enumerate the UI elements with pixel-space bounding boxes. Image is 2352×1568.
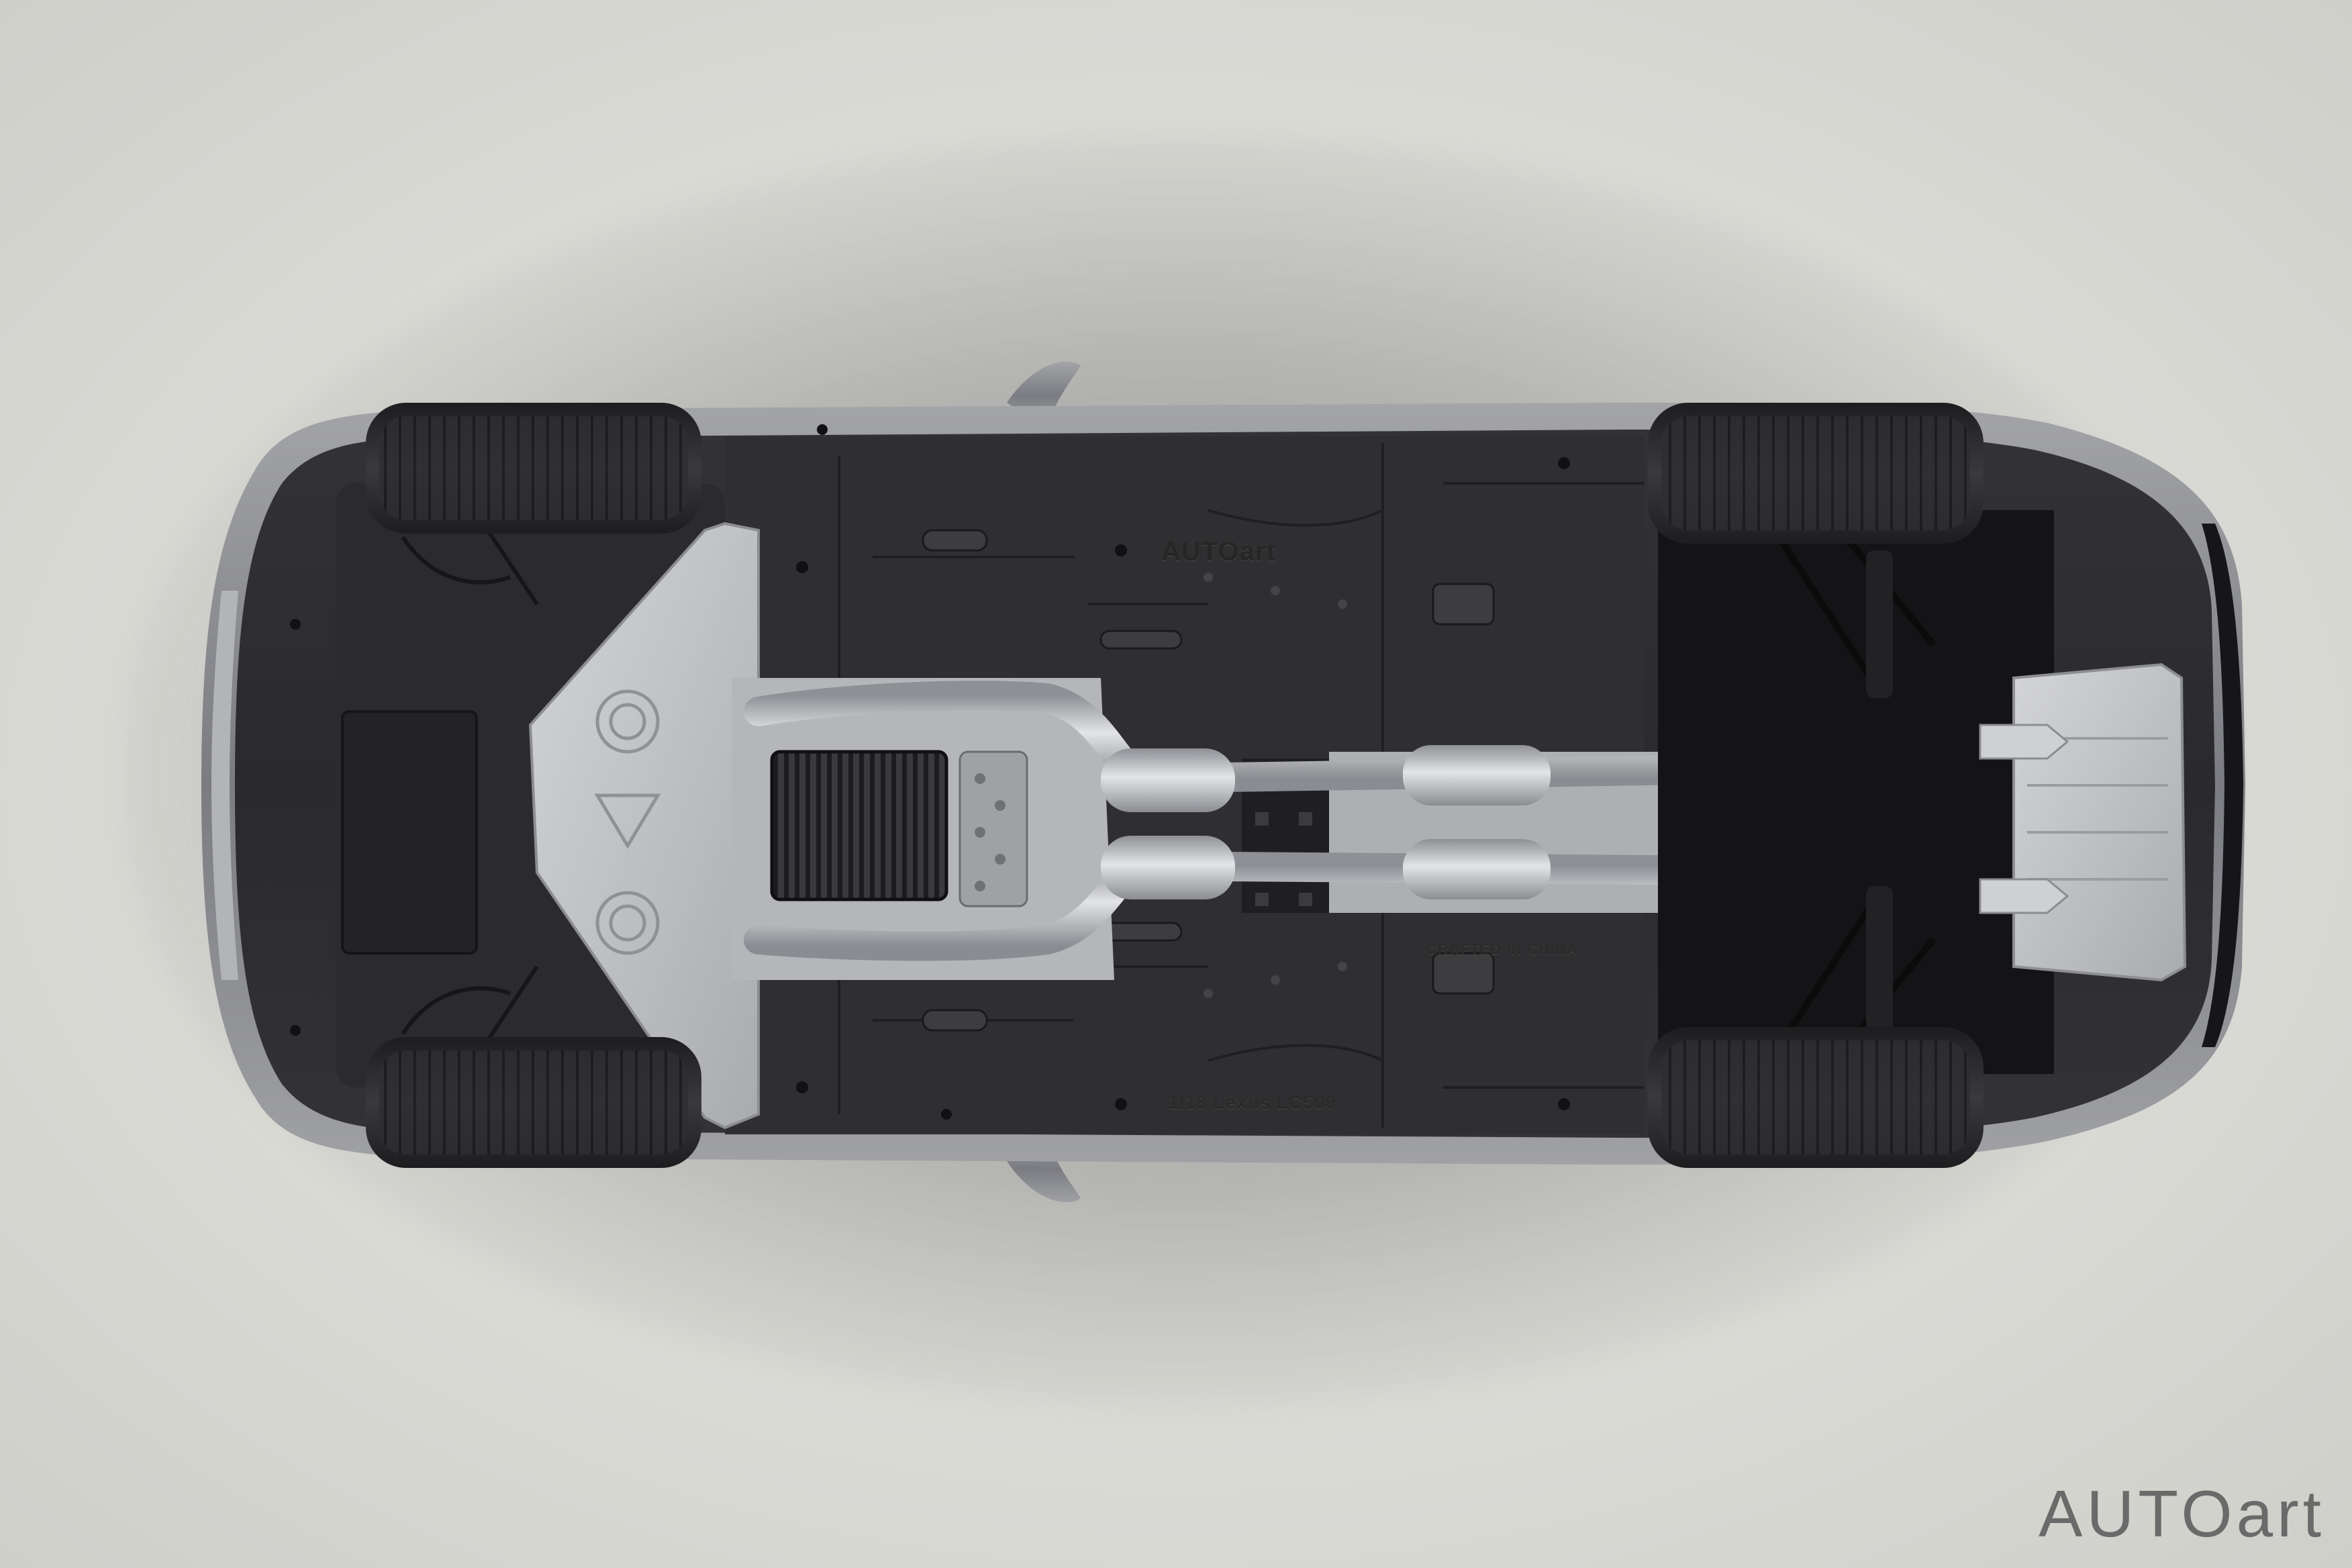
chassis-origin-text: CRAFTED IN CHINA xyxy=(1426,941,1577,958)
floor-ribs xyxy=(922,529,1495,1032)
catalytic-converters xyxy=(1101,745,1551,899)
housing-bolts xyxy=(975,773,1006,891)
exhaust-tips xyxy=(1979,724,2069,914)
front-suspension-links xyxy=(401,522,539,1048)
rear-right-tire xyxy=(1648,1027,1983,1168)
floor-holes xyxy=(290,424,1570,1120)
chassis-model-text: 1/18 Lexus LC500 xyxy=(1168,1092,1337,1113)
front-left-tire xyxy=(366,403,701,534)
front-bumper-trim xyxy=(211,591,238,980)
engine-undercover xyxy=(341,710,478,954)
rear-subframe xyxy=(1658,510,2054,1074)
transmission-housing xyxy=(959,750,1028,908)
rear-shock-mounts xyxy=(1866,550,1893,1034)
brace-rings xyxy=(594,689,661,955)
front-right-tire xyxy=(366,1037,701,1168)
transmission-oil-pan xyxy=(770,750,948,901)
rear-diffuser-edge xyxy=(2202,524,2243,1047)
brand-watermark: AUTOart xyxy=(2039,1477,2325,1551)
chassis-brand-mark: AUTOart xyxy=(1161,537,1276,567)
rear-diffuser-plate xyxy=(2012,663,2187,982)
rear-left-tire xyxy=(1648,403,1983,544)
